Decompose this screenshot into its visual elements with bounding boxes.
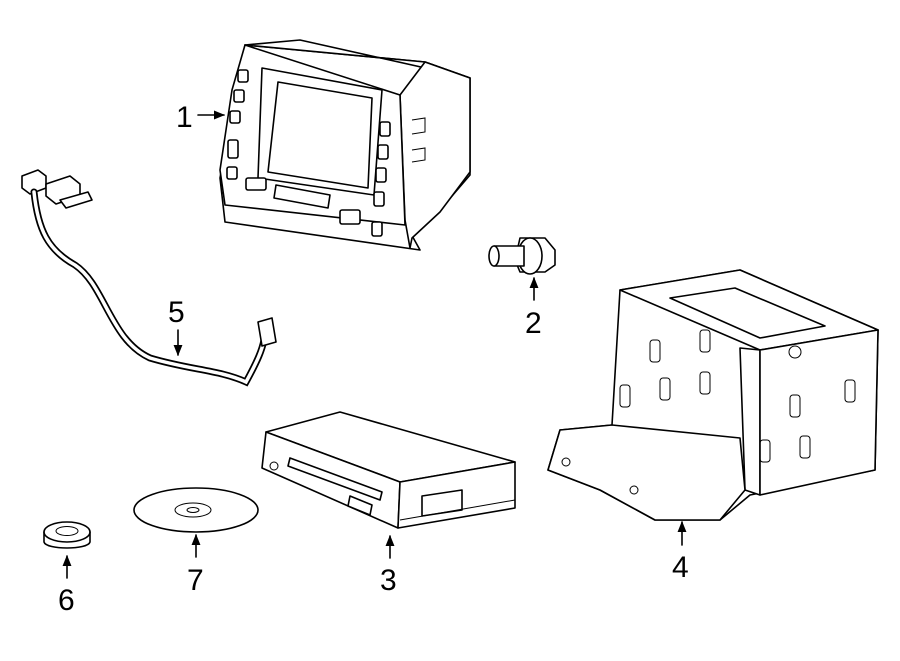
callout-2: 2 [525, 307, 542, 340]
callout-5: 5 [168, 296, 185, 329]
part-3-cd-player [261, 411, 516, 529]
callout-1: 1 [176, 101, 193, 134]
part-1-display-unit [219, 39, 471, 251]
part-4-bracket [547, 269, 879, 521]
part-7-disc [133, 487, 259, 533]
part-2-bolt [488, 237, 556, 275]
callout-7: 7 [187, 564, 204, 597]
callout-3: 3 [380, 564, 397, 597]
part-5-wiring-harness [21, 169, 277, 387]
part-6-spacer [43, 521, 91, 549]
callout-6: 6 [58, 584, 75, 617]
callout-4: 4 [672, 551, 689, 584]
